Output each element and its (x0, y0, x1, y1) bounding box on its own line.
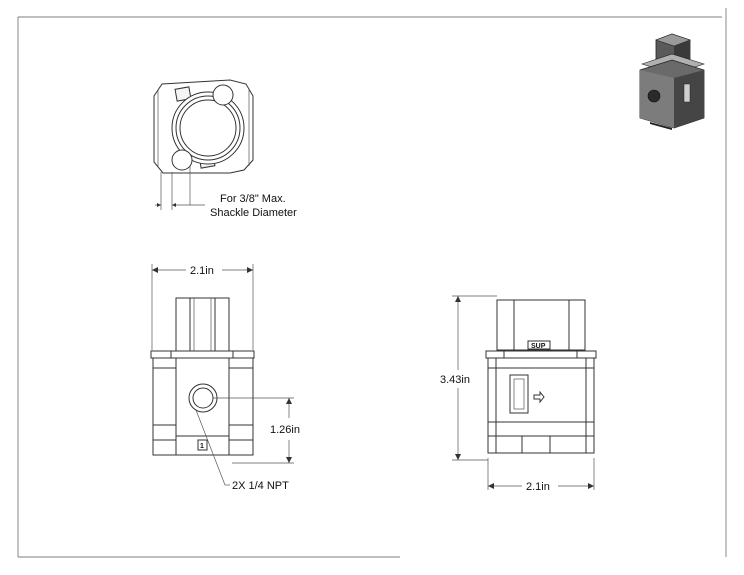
sheet-border (17, 8, 727, 558)
shackle-note-line1: For 3/8" Max. (220, 193, 286, 205)
side-height-dim: 3.43in (440, 374, 470, 386)
side-view: SUP 3.43in 2.1in (440, 295, 597, 493)
front-width-dim: 2.1in (190, 265, 214, 277)
front-height-dim: 1.26in (270, 424, 300, 436)
side-width-dim: 2.1in (526, 481, 550, 493)
isometric-render (639, 33, 705, 130)
sup-tag: SUP (531, 343, 546, 350)
top-view: For 3/8" Max. Shackle Diameter (153, 79, 297, 219)
port-marker: 1 (200, 443, 204, 450)
shackle-note-line2: Shackle Diameter (210, 207, 297, 219)
front-view: 2.1in 1 1.26in 2X 1/4 NPT (150, 264, 300, 492)
port-note: 2X 1/4 NPT (232, 480, 289, 492)
